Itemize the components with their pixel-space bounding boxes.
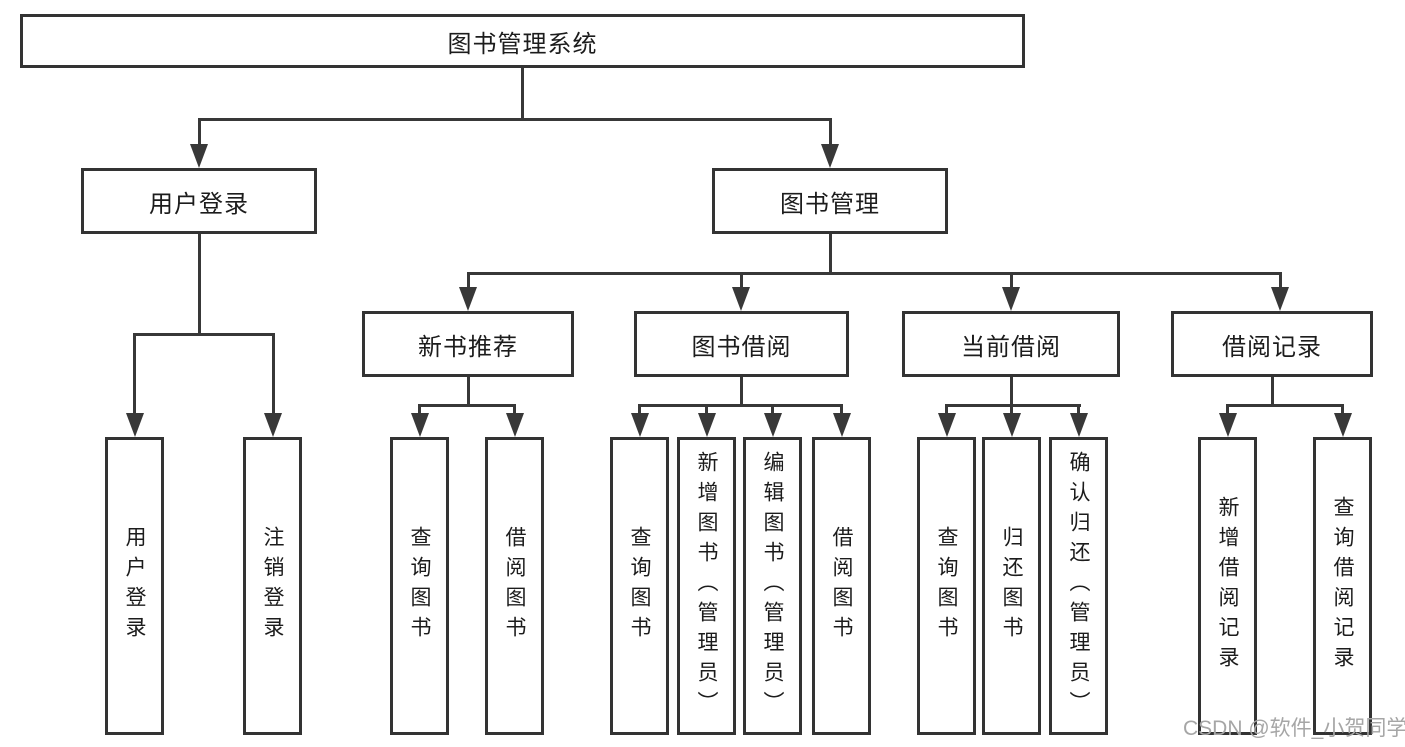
- arrow-down-icon: [1333, 413, 1352, 437]
- node-book-management: 图书管理: [712, 168, 948, 234]
- arrow-down-icon: [125, 413, 144, 437]
- leaf-add-books-admin: 新增图书（管理员）: [677, 437, 736, 735]
- connector-current-borrow-stem: [1009, 375, 1013, 407]
- leaf-borrow-books-2: 借阅图书: [812, 437, 871, 735]
- connector-book-mgmt-stem: [828, 232, 832, 275]
- connector-book-borrow-stem-3: [771, 404, 774, 415]
- connector-book-mgmt-bar: [466, 272, 1282, 275]
- leaf-user-login: 用户登录: [105, 437, 164, 735]
- leaf-confirm-return-admin: 确认归还（管理员）: [1049, 437, 1108, 735]
- leaf-query-books-2-label: 查询图书: [628, 526, 651, 646]
- node-user-login-label: 用户登录: [149, 190, 249, 218]
- leaf-add-books-admin-label: 新增图书（管理员）: [695, 451, 718, 721]
- arrow-down-icon: [410, 413, 429, 437]
- arrow-down-icon: [821, 144, 839, 168]
- leaf-query-books-3-label: 查询图书: [935, 526, 958, 646]
- leaf-query-books-1: 查询图书: [390, 437, 449, 735]
- leaf-query-borrow-record-label: 查询借阅记录: [1331, 496, 1354, 676]
- connector-user-login-right-stem: [271, 333, 275, 415]
- connector-user-login-stem: [197, 232, 201, 336]
- connector-book-borrow-stem-1: [638, 404, 641, 415]
- leaf-query-books-2: 查询图书: [610, 437, 669, 735]
- leaf-borrow-books-2-label: 借阅图书: [830, 526, 853, 646]
- arrow-down-icon: [190, 144, 208, 168]
- csdn-watermark: CSDN @软件_小贺同学: [1183, 717, 1405, 740]
- connector-book-borrow-bar: [637, 404, 843, 407]
- connector-borrow-records-bar: [1225, 404, 1344, 407]
- arrow-down-icon: [1271, 287, 1289, 311]
- arrow-down-icon: [264, 413, 282, 437]
- arrow-down-icon: [1002, 287, 1020, 311]
- arrow-down-icon: [697, 413, 716, 437]
- leaf-query-books-3: 查询图书: [917, 437, 976, 735]
- arrow-down-icon: [937, 413, 956, 437]
- leaf-edit-books-admin-label: 编辑图书（管理员）: [761, 451, 784, 721]
- connector-book-borrow-stem: [739, 375, 743, 407]
- connector-book-mgmt-stem-2: [739, 272, 743, 290]
- arrow-down-icon: [630, 413, 649, 437]
- connector-current-borrow-stem-1: [945, 404, 948, 415]
- leaf-add-borrow-record-label: 新增借阅记录: [1216, 496, 1239, 676]
- connector-borrow-records-stem-2: [1341, 404, 1344, 415]
- arrow-down-icon: [1069, 413, 1088, 437]
- leaf-user-login-label: 用户登录: [123, 526, 146, 646]
- node-root-label: 图书管理系统: [447, 30, 598, 58]
- leaf-add-borrow-record: 新增借阅记录: [1198, 437, 1257, 735]
- leaf-return-books: 归还图书: [982, 437, 1041, 735]
- connector-root-bar: [197, 118, 832, 121]
- connector-root-stem: [520, 66, 524, 121]
- connector-borrow-records-stem-1: [1226, 404, 1229, 415]
- node-new-book-recommend-label: 新书推荐: [418, 333, 518, 361]
- node-borrow-records: 借阅记录: [1171, 311, 1373, 377]
- connector-current-borrow-stem-2: [1010, 404, 1013, 415]
- arrow-down-icon: [732, 287, 750, 311]
- connector-new-book-stem-1: [418, 404, 421, 415]
- node-current-borrow: 当前借阅: [902, 311, 1120, 377]
- leaf-query-borrow-record: 查询借阅记录: [1313, 437, 1372, 735]
- arrow-down-icon: [1002, 413, 1021, 437]
- node-book-borrow: 图书借阅: [634, 311, 849, 377]
- leaf-confirm-return-admin-label: 确认归还（管理员）: [1067, 451, 1090, 721]
- connector-new-book-stem-2: [513, 404, 516, 415]
- leaf-return-books-label: 归还图书: [1000, 526, 1023, 646]
- node-root-library-system: 图书管理系统: [20, 14, 1025, 68]
- connector-borrow-records-stem: [1270, 375, 1274, 407]
- connector-book-mgmt-stem-3: [1009, 272, 1013, 290]
- connector-root-left-stem: [197, 118, 201, 146]
- leaf-logout-label: 注销登录: [261, 526, 284, 646]
- leaf-borrow-books-1-label: 借阅图书: [503, 526, 526, 646]
- connector-book-borrow-stem-4: [840, 404, 843, 415]
- node-user-login: 用户登录: [81, 168, 317, 234]
- leaf-borrow-books-1: 借阅图书: [485, 437, 544, 735]
- node-book-management-label: 图书管理: [780, 190, 880, 218]
- connector-new-book-stem: [466, 375, 470, 407]
- connector-new-book-bar: [417, 404, 516, 407]
- connector-book-borrow-stem-2: [705, 404, 708, 415]
- leaf-logout: 注销登录: [243, 437, 302, 735]
- node-book-borrow-label: 图书借阅: [691, 333, 792, 361]
- arrow-down-icon: [459, 287, 477, 311]
- node-new-book-recommend: 新书推荐: [362, 311, 574, 377]
- connector-user-login-left-stem: [133, 333, 136, 415]
- arrow-down-icon: [832, 413, 851, 437]
- leaf-edit-books-admin: 编辑图书（管理员）: [743, 437, 802, 735]
- arrow-down-icon: [505, 413, 524, 437]
- node-current-borrow-label: 当前借阅: [961, 333, 1061, 361]
- arrow-down-icon: [763, 413, 782, 437]
- connector-user-login-bar: [132, 333, 275, 336]
- arrow-down-icon: [1218, 413, 1237, 437]
- connector-book-mgmt-stem-4: [1278, 272, 1282, 290]
- connector-current-borrow-stem-3: [1077, 404, 1080, 415]
- node-borrow-records-label: 借阅记录: [1222, 333, 1322, 361]
- connector-root-right-stem: [828, 118, 832, 146]
- leaf-query-books-1-label: 查询图书: [408, 526, 431, 646]
- connector-book-mgmt-stem-1: [466, 272, 470, 290]
